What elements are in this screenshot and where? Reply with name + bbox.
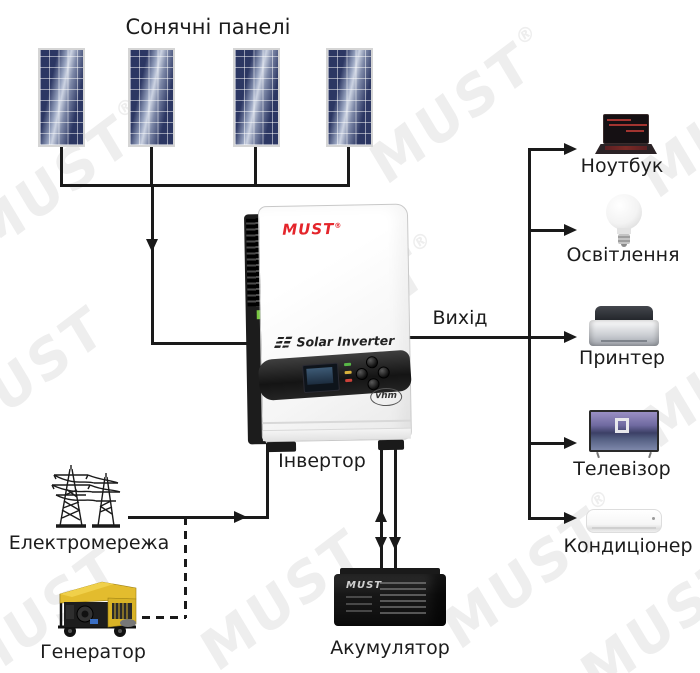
branch-wire-laptop: [528, 148, 564, 151]
tv-icon: [589, 410, 659, 459]
branch-wire-tv: [528, 442, 564, 445]
solar-panel-icon: [233, 48, 280, 147]
grid-label: Електромережа: [8, 532, 170, 554]
generator-icon: [58, 581, 137, 637]
right-arrow-icon: [564, 512, 577, 524]
right-arrow-icon: [564, 437, 577, 449]
solar-panel-icon: [38, 48, 85, 147]
green-led-icon: [343, 362, 352, 367]
battery-icon: MUST: [334, 568, 446, 630]
branch-wire-ac: [528, 517, 564, 520]
ac-label: Кондиціонер: [563, 535, 693, 557]
pv-wire: [150, 147, 153, 185]
output-bus-wire: [528, 148, 531, 519]
must-watermark: MUST: [0, 292, 117, 462]
generator-label: Генератор: [40, 641, 146, 663]
solar-panel-icon: [326, 48, 373, 147]
inverter-label: Інвертор: [278, 450, 366, 472]
inverter-lcd-display: [302, 362, 340, 394]
diagram-title: Сонячні панелі: [125, 15, 291, 39]
right-arrow-icon: [564, 331, 577, 343]
battery-brand-logo: MUST: [346, 580, 383, 591]
inverter-front-face: [257, 203, 412, 443]
laptop-label: Ноутбук: [580, 155, 664, 177]
inverter-button: [377, 366, 391, 379]
generator-dashed-wire: [142, 616, 186, 619]
printer-icon: [589, 306, 659, 352]
solar-panel-icon: [128, 48, 175, 147]
pv-to-inverter-wire: [151, 342, 252, 345]
down-arrow-icon: [389, 537, 401, 550]
grid-to-inverter-wire: [266, 444, 269, 519]
right-arrow-icon: [564, 224, 577, 236]
up-arrow-icon: [375, 509, 387, 522]
right-arrow-icon: [564, 143, 577, 155]
down-arrow-icon: [146, 239, 158, 252]
pv-wire: [347, 147, 350, 185]
output-label: Вихід: [432, 307, 488, 329]
branch-wire-light: [528, 229, 564, 232]
yellow-led-icon: [344, 370, 352, 375]
pv-drop-wire: [151, 184, 154, 345]
battery-wire: [380, 445, 383, 571]
inverter-foot: [377, 439, 405, 451]
light-label: Освітлення: [566, 244, 680, 266]
pv-wire: [254, 147, 257, 185]
battery-wire: [394, 445, 397, 571]
output-wire: [407, 336, 564, 339]
grid-wire: [128, 516, 269, 519]
inverter-brand-logo: MUST®: [282, 219, 343, 239]
battery-label: Акумулятор: [330, 637, 450, 659]
solar-inverter: MUST® Solar Inverter vhm: [243, 203, 413, 455]
down-arrow-icon: [375, 537, 387, 550]
laptop-icon: [595, 114, 657, 156]
right-arrow-icon: [234, 511, 247, 523]
power-grid-towers-icon: [51, 465, 121, 528]
inverter-product-name: Solar Inverter: [260, 333, 410, 351]
printer-label: Принтер: [579, 347, 665, 369]
tv-label: Телевізор: [573, 458, 671, 480]
air-conditioner-icon: [586, 509, 662, 537]
inverter-button: [355, 367, 369, 381]
light-bulb-icon: [605, 194, 643, 248]
pv-bus-wire: [60, 184, 350, 187]
inverter-button: [365, 355, 379, 369]
red-led-icon: [345, 378, 353, 383]
generator-dashed-wire: [184, 517, 187, 618]
pv-wire: [60, 147, 63, 185]
